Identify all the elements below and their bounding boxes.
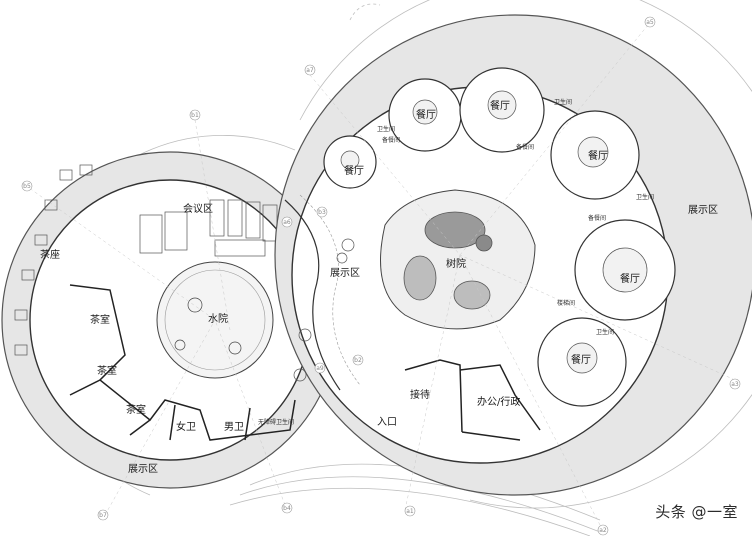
axis-a6: a6 (283, 219, 291, 226)
axis-a2: a2 (599, 527, 607, 534)
axis-a5: a5 (646, 19, 654, 26)
label-prep-3: 备餐间 (588, 214, 606, 222)
axis-b3: b3 (318, 209, 326, 216)
axis-b2: b2 (354, 357, 362, 364)
label-tea-seating: 茶座 (40, 248, 60, 261)
label-dining-2: 餐厅 (416, 108, 436, 121)
label-prep-1: 备餐间 (382, 136, 400, 144)
label-dining-5: 餐厅 (620, 272, 640, 285)
axis-b4: b4 (283, 505, 291, 512)
service-labels: 卫生间 卫生间 卫生间 卫生间 备餐间 备餐间 备餐间 楼梯间 (377, 98, 654, 336)
label-tea-room-1: 茶室 (90, 313, 110, 326)
room-labels: 会议区 茶座 茶室 茶室 茶室 水院 展示区 树院 女卫 男卫 无障碍卫生间 展… (40, 99, 718, 475)
axis-b7: b7 (99, 512, 107, 519)
label-office: 办公/行政 (477, 395, 520, 408)
label-tea-room-3: 茶室 (126, 403, 146, 416)
label-prep-2: 备餐间 (516, 143, 534, 151)
label-women-wc: 女卫 (176, 420, 196, 433)
grid-lines (24, 24, 736, 526)
axis-a9: a9 (316, 365, 324, 372)
axis-b5: b5 (23, 183, 31, 190)
axis-a7: a7 (306, 67, 314, 74)
watermark: 头条 @一室 (655, 503, 738, 521)
label-entrance: 入口 (377, 417, 397, 428)
axis-b1: b1 (191, 112, 199, 119)
label-exhibition-right: 展示区 (688, 204, 718, 216)
label-dining-1: 餐厅 (344, 164, 364, 177)
axis-labels: a5 a7 b1 b5 a6 b3 b2 a9 a3 b7 b4 a1 a2 (23, 19, 739, 534)
label-tree-court: 树院 (446, 257, 466, 270)
label-exhibition-mid: 展示区 (330, 267, 360, 279)
axis-markers (21, 16, 741, 536)
axis-a1: a1 (406, 508, 414, 515)
label-meeting-area: 会议区 (183, 202, 213, 215)
label-tea-room-2: 茶室 (97, 364, 117, 377)
left-building (1, 151, 339, 489)
label-dining-6: 餐厅 (571, 353, 591, 366)
label-wc-2: 卫生间 (377, 125, 395, 133)
label-accessible-wc: 无障碍卫生间 (258, 418, 294, 426)
label-exhibition-bottom: 展示区 (128, 463, 158, 475)
axis-a3: a3 (731, 381, 739, 388)
label-wc-1: 卫生间 (554, 98, 572, 106)
right-building (274, 14, 752, 496)
link-corridor (284, 194, 361, 391)
label-men-wc: 男卫 (224, 421, 244, 433)
label-dining-4: 餐厅 (588, 149, 608, 162)
label-dining-3: 餐厅 (490, 99, 510, 112)
label-stair: 楼梯间 (557, 299, 575, 307)
label-water-court: 水院 (208, 312, 228, 325)
label-wc-4: 卫生间 (596, 328, 614, 336)
label-reception: 接待 (410, 388, 430, 401)
label-wc-3: 卫生间 (636, 193, 654, 201)
